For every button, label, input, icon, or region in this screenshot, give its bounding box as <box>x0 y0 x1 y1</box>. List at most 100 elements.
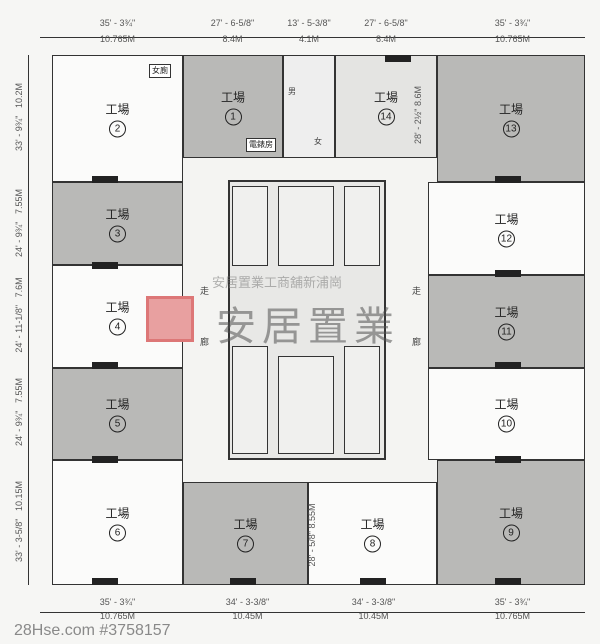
left-dim-4: 24' - 9¾" 7.55M <box>14 372 24 452</box>
dim-m: 10.15M <box>14 481 24 512</box>
window <box>230 578 256 585</box>
unit-type: 工場 <box>105 397 130 412</box>
unit-type: 工場 <box>105 506 130 520</box>
lift-shaft <box>344 346 380 454</box>
dim-ft: 24' - 9¾" <box>14 221 24 257</box>
dim-ft: 24' - 11-1/8" <box>14 304 24 353</box>
male-toilet-label: 男 <box>288 87 296 96</box>
dim-m: 4.1M <box>298 34 319 44</box>
unit-type: 工場 <box>105 207 130 221</box>
toilet-core: 男 女 <box>283 55 335 158</box>
corridor-char: 廊 <box>200 337 210 347</box>
agency-logo-text: 安居置業 <box>216 304 400 350</box>
left-dim-3: 24' - 11-1/8" 7.6M <box>14 275 24 355</box>
unit-6: 工場 6 <box>52 460 183 585</box>
unit-label: 工場 5 <box>105 396 130 433</box>
agency-watermark: 安居置業工商舖新浦崗 <box>212 275 343 290</box>
female-toilet-label: 女 <box>314 137 322 146</box>
dim-ft: 35' - 3¾" <box>99 18 136 28</box>
top-dim-3: 13' - 5-3/8"4.1M <box>283 18 335 44</box>
dim-m: 10.45M <box>232 611 263 621</box>
left-dim-2: 24' - 9¾" 7.55M <box>14 183 24 263</box>
lift-shaft <box>232 346 268 454</box>
unit-number: 9 <box>502 524 520 541</box>
bottom-dimension-line <box>40 612 585 613</box>
unit-11: 工場 11 <box>428 275 585 368</box>
window <box>92 362 118 369</box>
unit-number: 2 <box>108 120 126 137</box>
unit-5: 工場 5 <box>52 368 183 460</box>
unit-number: 11 <box>497 323 515 340</box>
dim-m: 10.2M <box>14 83 24 109</box>
unit-label: 工場 3 <box>105 205 130 242</box>
unit-type: 工場 <box>360 517 385 531</box>
window <box>92 456 118 463</box>
inner-dim-2: 28' - 5/8" 8.55M <box>307 495 317 575</box>
window <box>360 578 386 585</box>
corridor-label-right: 走廊 <box>412 284 421 348</box>
dim-m: 10.765M <box>99 34 136 44</box>
unit-14: 工場 14 <box>335 55 437 158</box>
top-dim-1: 35' - 3¾" 10.765M <box>55 18 180 44</box>
left-dim-1: 33' - 9¾" 10.2M <box>14 77 24 157</box>
window <box>92 578 118 585</box>
unit-10: 工場 10 <box>428 368 585 460</box>
dim-m: 7.6M <box>14 277 24 298</box>
bottom-dim-2: 34' - 3-3/8" 10.45M <box>185 597 310 621</box>
corridor-char: 走 <box>200 286 210 296</box>
unit-number: 5 <box>108 415 126 433</box>
unit-number: 14 <box>377 108 395 125</box>
unit-number: 6 <box>108 524 126 541</box>
top-dimension-line <box>40 37 585 38</box>
bottom-dim-4: 35' - 3¾" 10.765M <box>440 597 585 621</box>
unit-type: 工場 <box>494 397 519 412</box>
unit-type: 工場 <box>105 300 130 314</box>
unit-number: 12 <box>497 230 515 247</box>
dim-ft: 27' - 6-5/8" <box>364 18 408 28</box>
agency-logo-icon <box>146 296 194 342</box>
dim-m: 10.765M <box>494 611 531 621</box>
unit-type: 工場 <box>494 305 519 319</box>
corridor-char: 廊 <box>412 337 422 347</box>
unit-label: 工場 6 <box>105 504 130 541</box>
top-dim-5: 35' - 3¾"10.765M <box>440 18 585 44</box>
top-dim-2: 27' - 6-5/8" 8.4M <box>185 18 280 44</box>
lift-shaft <box>232 186 268 266</box>
unit-type: 工場 <box>373 90 399 104</box>
unit-8: 工場 8 <box>308 482 437 585</box>
dim-ft: 33' - 9¾" <box>14 115 24 151</box>
unit-number: 3 <box>108 225 126 242</box>
unit-type: 工場 <box>220 90 246 104</box>
lift-shaft <box>344 186 380 266</box>
dim-m: 10.765M <box>99 611 136 621</box>
window <box>92 262 118 269</box>
dim-m: 7.55M <box>14 189 24 215</box>
window <box>495 456 521 463</box>
dim-ft: 34' - 3-3/8" <box>225 597 270 607</box>
dim-ft: 27' - 6-5/8" <box>210 18 255 28</box>
staircase <box>278 356 334 454</box>
dim-ft: 35' - 3¾" <box>494 597 531 607</box>
unit-number: 10 <box>497 415 515 433</box>
window <box>385 55 411 62</box>
electric-meter-room-label: 電錶房 <box>246 138 276 152</box>
unit-label: 工場 8 <box>360 515 385 552</box>
unit-3: 工場 3 <box>52 182 183 265</box>
top-dim-4: 27' - 6-5/8"8.4M <box>337 18 435 44</box>
unit-type: 工場 <box>105 102 130 116</box>
unit-number: 8 <box>363 535 381 552</box>
unit-label: 工場 14 <box>374 88 398 125</box>
window <box>495 176 521 183</box>
dim-ft: 24' - 9¾" <box>14 410 24 446</box>
dim-m: 8.4M <box>222 34 243 44</box>
dim-m: 10.765M <box>494 34 531 44</box>
dim-m: 7.55M <box>14 378 24 404</box>
